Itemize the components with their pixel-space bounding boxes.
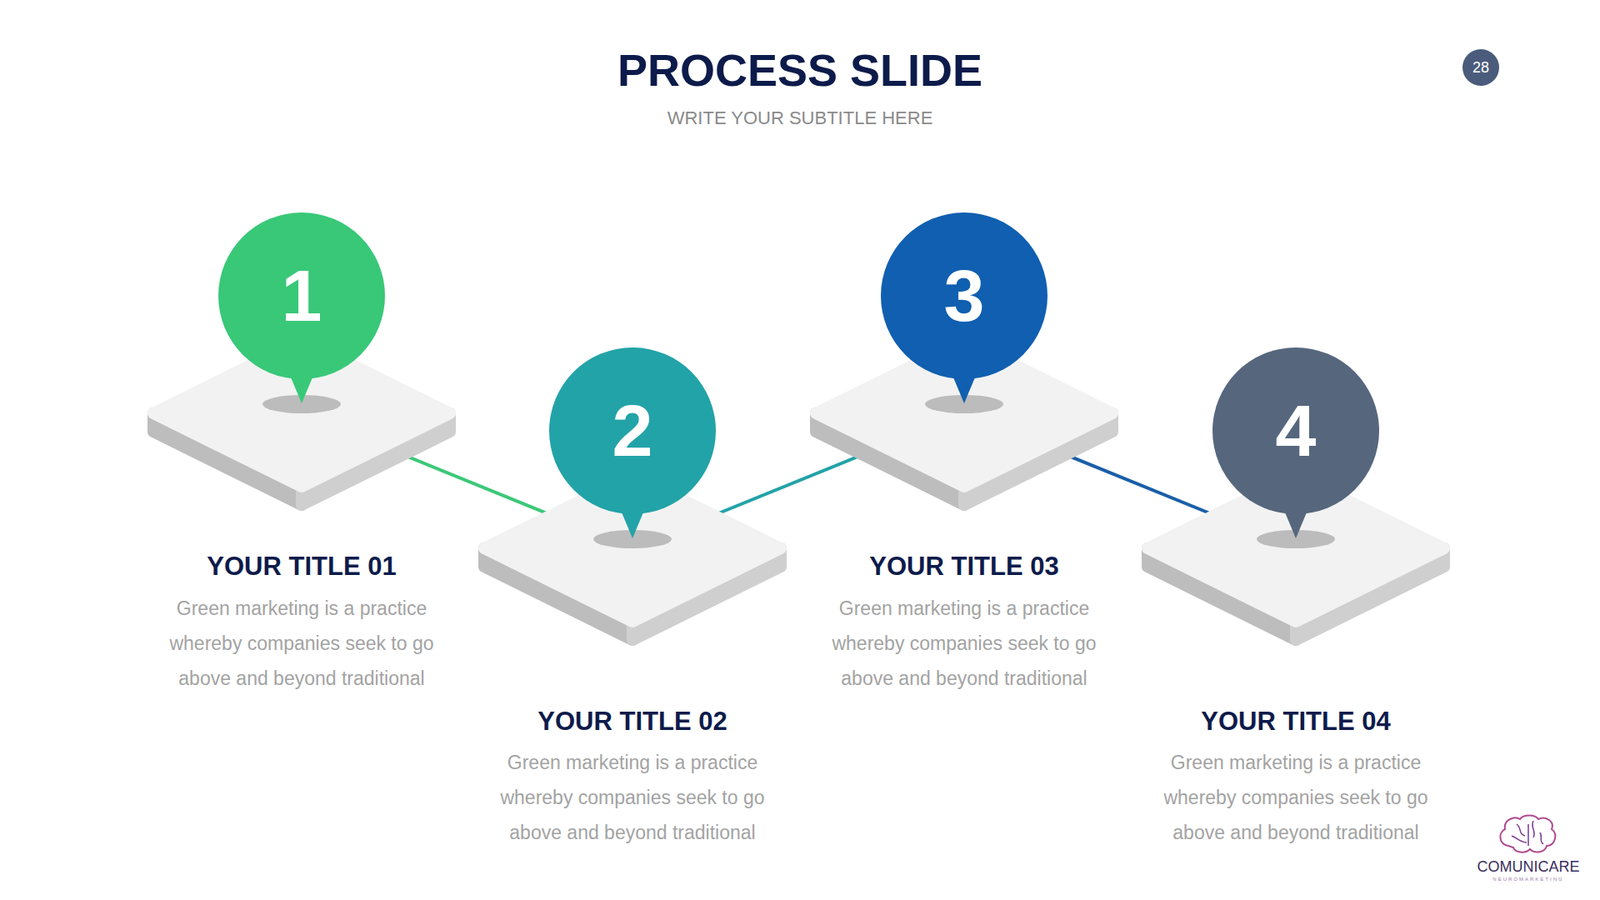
- step-description: Green marketing is a practice whereby co…: [164, 590, 440, 696]
- pin-circle: [880, 212, 1048, 380]
- step-description: Green marketing is a practice whereby co…: [495, 745, 770, 850]
- step-number: 4: [1212, 347, 1380, 515]
- step-title: YOUR TITLE 03: [780, 550, 1148, 584]
- logo-brain: [1496, 812, 1560, 860]
- brain-outline: [1500, 815, 1555, 853]
- badge-circle: [1462, 49, 1500, 86]
- step-title: YOUR TITLE 02: [449, 705, 816, 739]
- platform-pin: [1147, 475, 1445, 640]
- platform-pin: [153, 340, 450, 505]
- page-number: 28: [1462, 49, 1500, 86]
- step-number: 3: [880, 212, 1048, 380]
- brain-folds: [1511, 820, 1544, 846]
- process-step: 1YOUR TITLE 01Green marketing is a pract…: [153, 340, 450, 505]
- step-description: Green marketing is a practice whereby co…: [826, 590, 1102, 696]
- step-title: YOUR TITLE 04: [1112, 705, 1480, 739]
- slide-title: PROCESS SLIDE: [0, 43, 1600, 97]
- step-description: Green marketing is a practice whereby co…: [1158, 745, 1434, 850]
- step-number: 1: [218, 212, 385, 380]
- pin-circle: [218, 212, 385, 380]
- process-step: 2YOUR TITLE 02Green marketing is a pract…: [484, 475, 781, 640]
- pin-circle: [549, 347, 716, 515]
- pin-circle: [1212, 347, 1380, 515]
- slide-subtitle: WRITE YOUR SUBTITLE HERE: [0, 106, 1600, 130]
- platform-pin: [815, 340, 1113, 505]
- process-step: 3YOUR TITLE 03Green marketing is a pract…: [815, 340, 1113, 505]
- logo-tagline: NEUROMARKETING: [1470, 875, 1587, 884]
- process-step: 4YOUR TITLE 04Green marketing is a pract…: [1147, 475, 1445, 640]
- step-title: YOUR TITLE 01: [118, 550, 485, 584]
- step-number: 2: [549, 347, 716, 515]
- logo-wordmark: COMUNICARE: [1461, 857, 1595, 876]
- platform-pin: [484, 475, 781, 640]
